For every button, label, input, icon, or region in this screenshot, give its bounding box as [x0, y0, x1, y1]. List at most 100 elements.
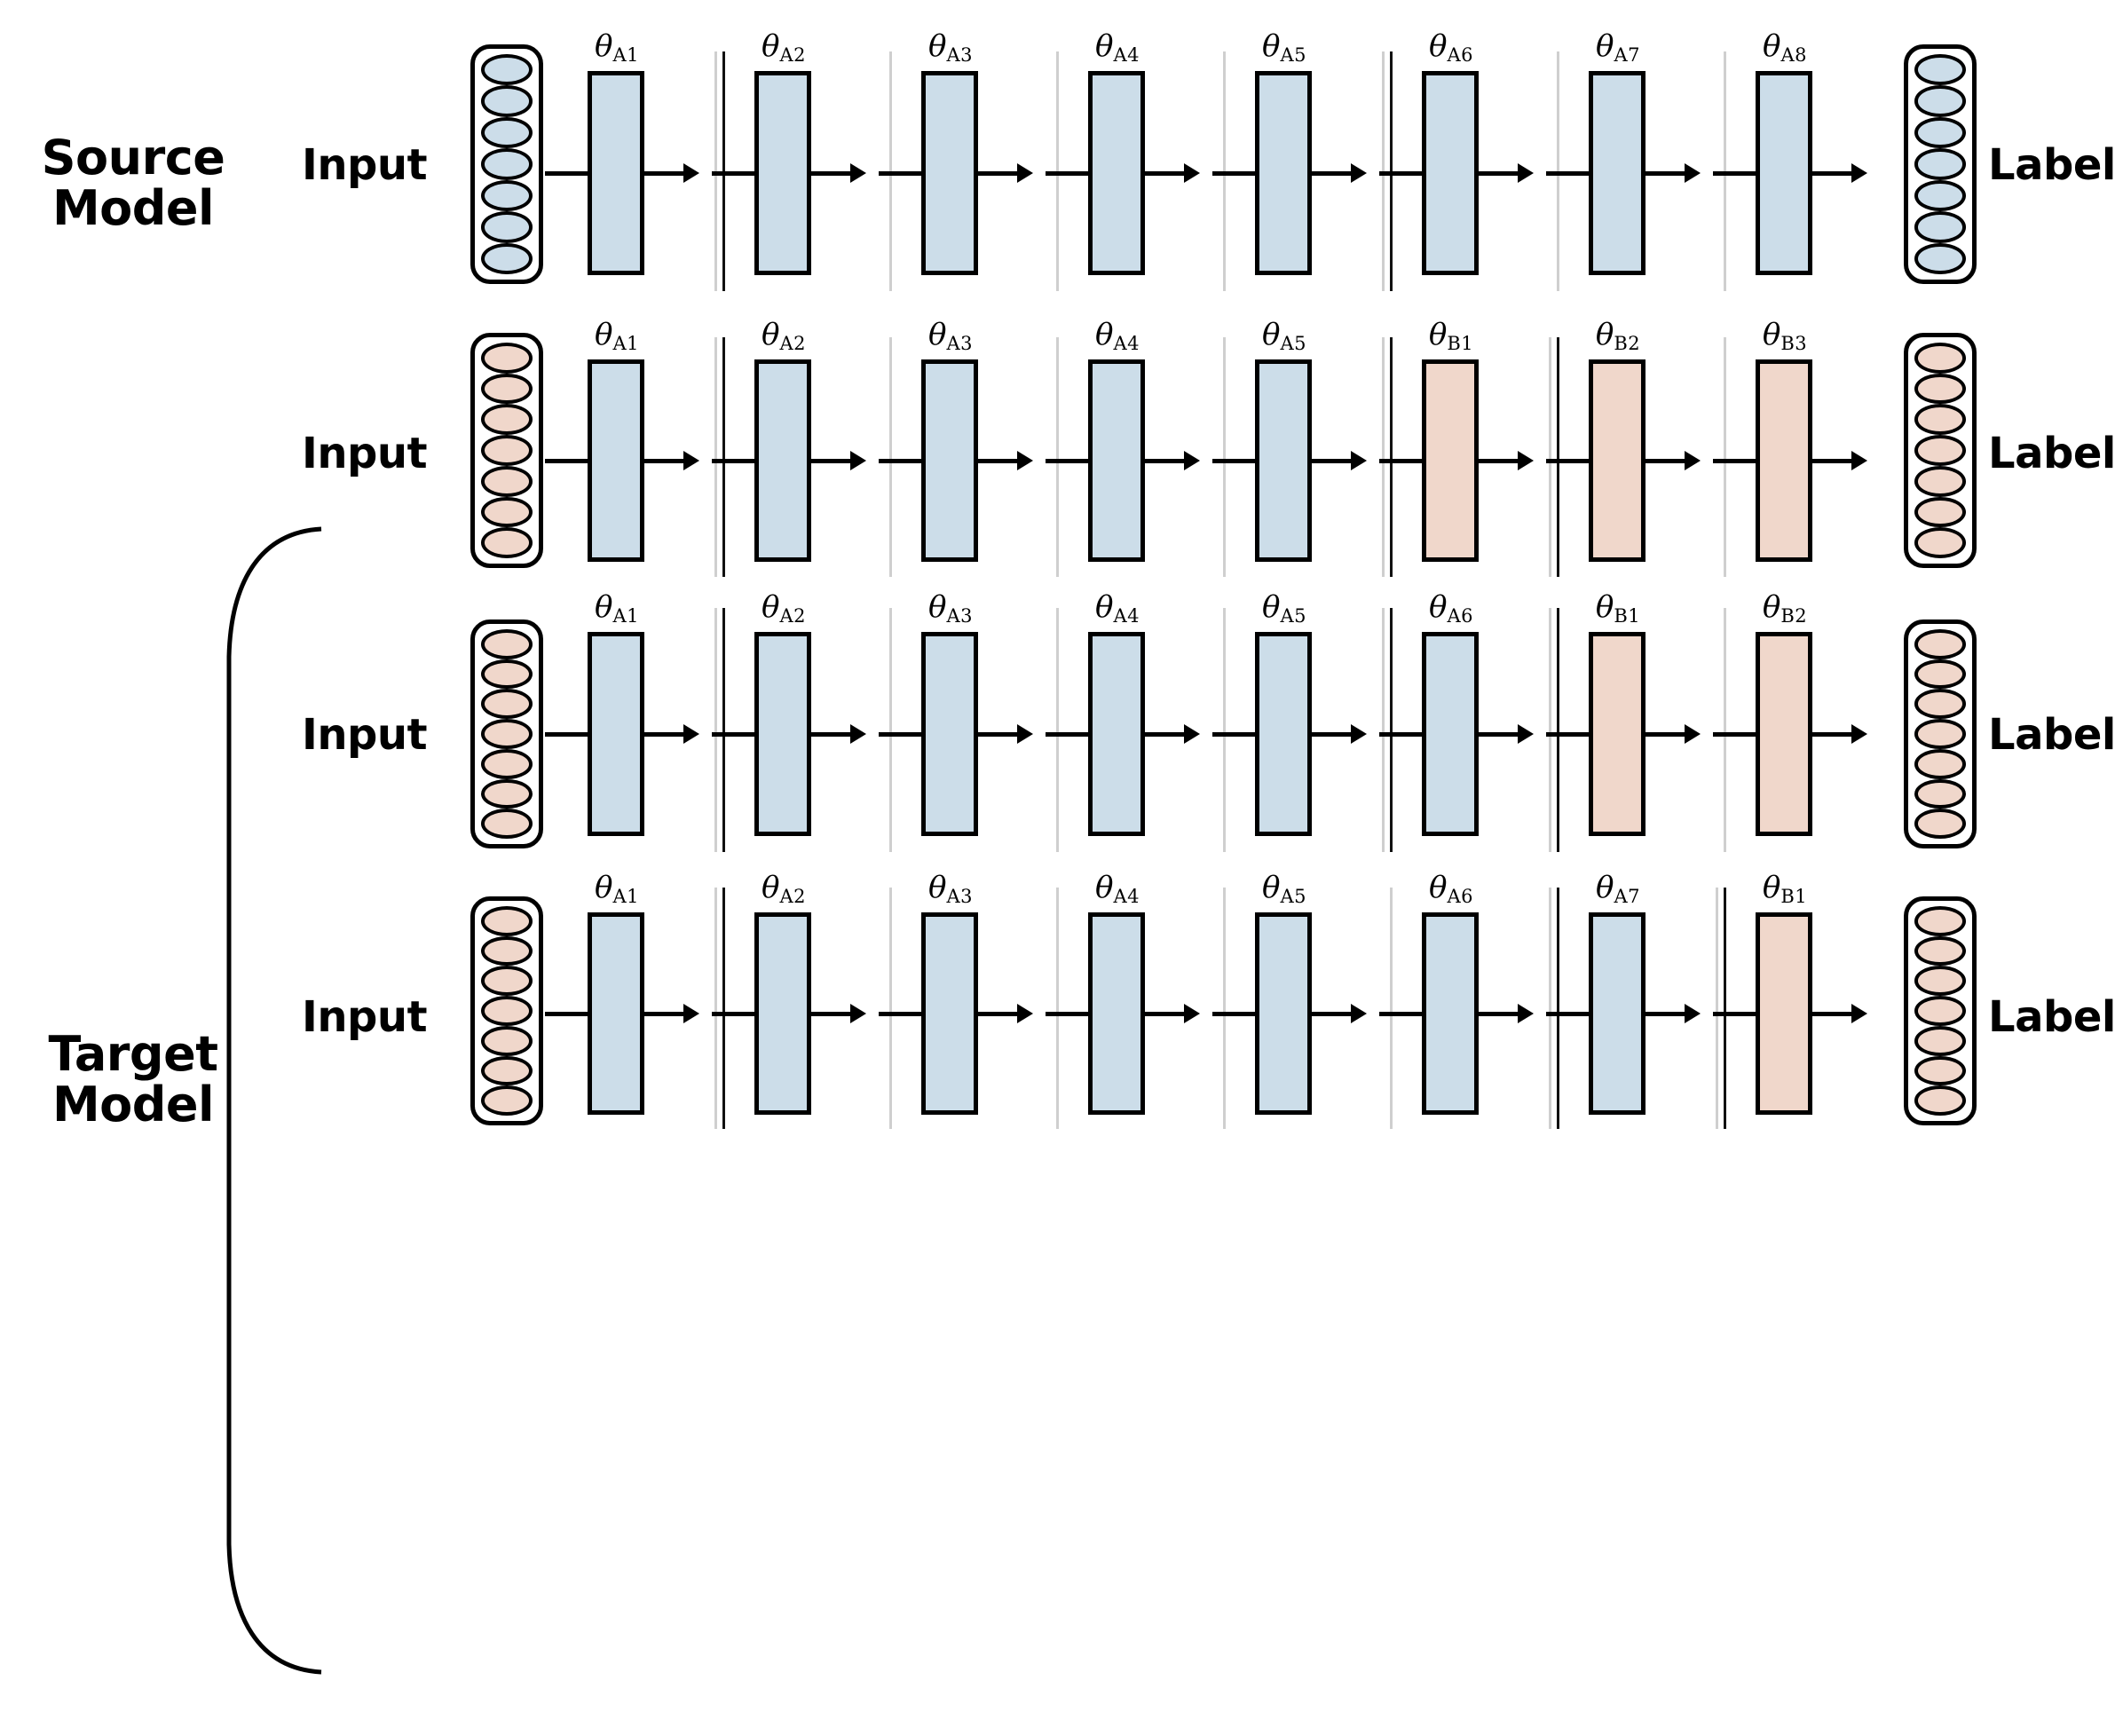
theta-symbol: θ [927, 870, 947, 905]
arrow-in [545, 459, 591, 463]
arrow-head-icon [1685, 1004, 1701, 1023]
arrow-in [1046, 459, 1092, 463]
theta-subscript: B1 [1614, 605, 1641, 627]
input-neuron [481, 242, 533, 274]
theta-symbol: θ [1094, 28, 1114, 64]
arrow-in [1379, 732, 1425, 737]
theta-symbol: θ [1428, 589, 1448, 625]
layer-block-b2 [1756, 632, 1812, 836]
theta-subscript: A2 [779, 333, 806, 354]
arrow-out [1811, 732, 1853, 737]
arrow-in [1212, 171, 1259, 176]
label-neuron [1914, 343, 1966, 374]
arrow-in [879, 732, 925, 737]
theta-subscript: A4 [1113, 605, 1140, 627]
layer-block-b1 [1756, 912, 1812, 1115]
input-neuron-column [470, 896, 543, 1125]
label-neuron [1914, 719, 1966, 749]
arrow-head-icon [1851, 1004, 1867, 1023]
arrow-head-icon [1017, 724, 1033, 744]
arrow-head-icon [1851, 724, 1867, 744]
layer-theta-label-b3: θB3 [1709, 317, 1860, 354]
arrow-in [545, 171, 591, 176]
arrow-head-icon [1351, 724, 1367, 744]
layer-theta-label-a4: θA4 [1042, 28, 1193, 66]
theta-symbol: θ [761, 28, 780, 64]
layer-theta-label-a6: θA6 [1376, 28, 1527, 66]
arrow-in [879, 459, 925, 463]
layer-separator [1223, 608, 1226, 852]
theta-subscript: B3 [1780, 333, 1808, 354]
theta-symbol: θ [1261, 870, 1281, 905]
layer-theta-label-a1: θA1 [541, 317, 692, 354]
layer-theta-label-a4: θA4 [1042, 589, 1193, 627]
theta-symbol: θ [1762, 870, 1781, 905]
layer-theta-label-a7: θA7 [1543, 28, 1693, 66]
group-label-target-model: Target Model [48, 1026, 218, 1132]
arrow-out [1811, 459, 1853, 463]
input-neuron [481, 748, 533, 779]
layer-block-b1 [1589, 632, 1646, 836]
theta-subscript: A1 [612, 605, 639, 627]
theta-symbol: θ [761, 589, 780, 625]
arrow-out [1477, 1012, 1519, 1016]
input-neuron [481, 116, 533, 149]
arrow-in [712, 171, 758, 176]
layer-block-b1 [1422, 359, 1479, 562]
theta-symbol: θ [1094, 870, 1114, 905]
arrow-out [643, 459, 685, 463]
layer-separator [1382, 608, 1385, 852]
label-neuron [1914, 373, 1966, 405]
arrow-head-icon [1685, 451, 1701, 470]
theta-symbol: θ [594, 317, 613, 352]
layer-separator [1056, 888, 1059, 1129]
layer-separator [1724, 337, 1726, 577]
input-neuron [481, 465, 533, 497]
arrow-out [1644, 171, 1686, 176]
layer-separator [722, 337, 725, 577]
label-neuron [1914, 966, 1966, 997]
layer-separator [722, 608, 725, 852]
layer-separator [1724, 608, 1726, 852]
theta-subscript: A4 [1113, 886, 1140, 907]
theta-subscript: A1 [612, 44, 639, 66]
label-neuron [1914, 996, 1966, 1026]
arrow-in [1546, 171, 1592, 176]
layer-block-a2 [754, 359, 811, 562]
arrow-out [809, 1012, 852, 1016]
arrow-out [1310, 732, 1353, 737]
layer-theta-label-a4: θA4 [1042, 317, 1193, 354]
layer-theta-label-a7: θA7 [1543, 870, 1693, 907]
layer-block-a2 [754, 632, 811, 836]
arrow-in [545, 732, 591, 737]
label-text-label: Label [1988, 140, 2116, 190]
arrow-in [1212, 459, 1259, 463]
layer-theta-label-a1: θA1 [541, 589, 692, 627]
layer-block-b3 [1756, 359, 1812, 562]
label-neuron [1914, 148, 1966, 180]
arrow-head-icon [1518, 163, 1534, 183]
layer-theta-label-a3: θA3 [875, 317, 1026, 354]
arrow-head-icon [1851, 163, 1867, 183]
arrow-out [1143, 1012, 1186, 1016]
layer-block-a1 [588, 632, 644, 836]
arrow-out [1477, 459, 1519, 463]
layer-block-a6 [1422, 71, 1479, 275]
theta-subscript: A3 [946, 886, 973, 907]
input-neuron [481, 1085, 533, 1117]
input-neuron [481, 906, 533, 936]
layer-theta-label-a5: θA5 [1209, 317, 1360, 354]
input-neuron [481, 1025, 533, 1056]
theta-subscript: A5 [1280, 886, 1306, 907]
layer-theta-label-a2: θA2 [708, 589, 859, 627]
layer-block-a1 [588, 71, 644, 275]
label-text-label: Label [1988, 710, 2116, 760]
arrow-in [545, 1012, 591, 1016]
arrow-head-icon [1017, 451, 1033, 470]
theta-symbol: θ [927, 317, 947, 352]
layer-separator [889, 888, 892, 1129]
label-neuron [1914, 242, 1966, 274]
label-neuron [1914, 629, 1966, 659]
